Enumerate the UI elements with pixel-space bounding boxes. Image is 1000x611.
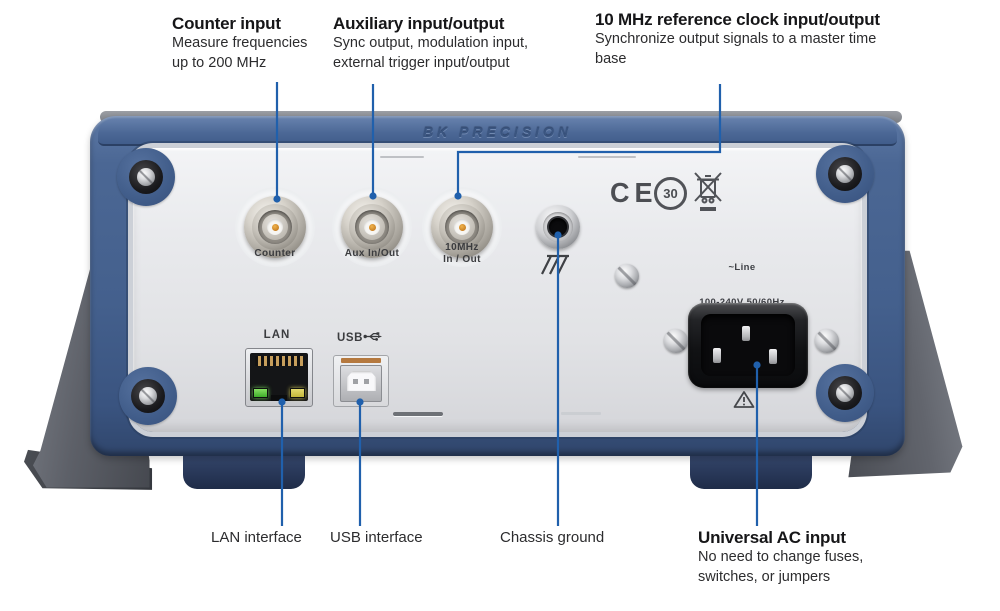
ac-pin-neutral	[713, 348, 721, 363]
callout-ref-clock-body2: base	[595, 50, 627, 67]
callout-aux-body2: external trigger input/output	[333, 54, 510, 71]
rj45-opening	[250, 353, 308, 401]
panel-seam	[380, 156, 424, 158]
weee-bin-icon	[694, 172, 722, 211]
corner-screw-bottom-left	[131, 379, 165, 413]
lan-port-label: LAN	[263, 329, 291, 341]
bnc-counter-connector	[235, 187, 315, 267]
rubber-foot-left	[183, 450, 305, 489]
chassis-ground-jack	[536, 205, 580, 249]
bnc-refclock-connector	[422, 187, 502, 267]
efup-30-mark: 30	[654, 177, 687, 210]
efup-30-value: 30	[663, 186, 678, 201]
callout-ac-body1: No need to change fuses,	[698, 549, 864, 565]
corner-screw-bottom-right	[828, 376, 862, 410]
bnc-center-pin	[368, 223, 376, 231]
callout-ref-clock-title: 10 MHz reference clock input/output	[595, 10, 880, 29]
usb-metal-shell	[340, 365, 382, 402]
lan-rj45-port	[245, 348, 313, 407]
callout-counter-title: Counter input	[172, 14, 281, 33]
corner-screw-top-right	[828, 157, 862, 191]
counter-port-label: Counter	[254, 248, 296, 259]
callout-ac-title: Universal AC input	[698, 528, 846, 547]
refclock-port-label-line2: In / Out	[443, 254, 481, 265]
lan-led-green	[253, 388, 268, 398]
usb-port-label-text: USB	[336, 332, 364, 344]
usb-copper-strip	[341, 358, 381, 363]
ac-mount-screw-left	[664, 329, 688, 353]
refclock-port-label: 10MHz In / Out	[422, 242, 502, 266]
panel-seam	[561, 412, 601, 415]
callout-ref-clock: 10 MHz reference clock input/output Sync…	[595, 9, 880, 69]
ac-mount-screw-right	[815, 329, 839, 353]
callout-aux-io: Auxiliary input/output Sync output, modu…	[333, 13, 528, 73]
instrument-rear-housing: BK PRECISION Counter	[90, 116, 905, 456]
callout-counter-body1: Measure frequencies	[172, 35, 308, 51]
ac-pin-earth	[742, 326, 750, 341]
rear-panel: Counter Aux In/Out	[133, 148, 862, 432]
bnc-aux-connector	[332, 187, 412, 267]
usb-contact	[364, 379, 369, 384]
callout-lan-label: LAN interface	[211, 529, 302, 546]
bnc-center-pin	[271, 223, 279, 231]
callout-ground-label: Chassis ground	[500, 529, 605, 546]
usb-port-label: USB	[325, 331, 395, 344]
callout-ref-clock-body1: Synchronize output signals to a master t…	[595, 31, 877, 47]
callout-lan-interface: LAN interface	[211, 528, 302, 547]
aux-port-label: Aux In/Out	[344, 248, 400, 259]
rubber-foot-right	[690, 450, 812, 489]
panel-seam	[578, 156, 636, 158]
refclock-port-label-line1: 10MHz	[445, 242, 479, 253]
power-ratings-line1: ~Line	[728, 262, 756, 273]
callout-aux-title: Auxiliary input/output	[333, 14, 505, 33]
callout-chassis-ground: Chassis ground	[500, 528, 604, 547]
power-ratings-line2: 100-240V 50/60Hz	[699, 296, 785, 308]
usb-contact	[353, 379, 358, 384]
panel-screw	[615, 264, 639, 288]
ac-pin-live	[769, 349, 777, 364]
rj45-pins	[255, 356, 303, 366]
callout-aux-body1: Sync output, modulation input,	[333, 35, 529, 51]
bnc-center-pin	[458, 223, 466, 231]
callout-counter-body2: up to 200 MHz	[172, 54, 267, 71]
usb-b-port	[333, 355, 389, 407]
callout-usb-interface: USB interface	[330, 528, 423, 547]
brand-band: BK PRECISION	[98, 119, 897, 146]
usb-b-opening	[347, 371, 376, 391]
rj45-clip-notch	[271, 395, 287, 401]
corner-screw-top-left	[129, 160, 163, 194]
ac-inlet-c14	[688, 303, 808, 388]
usb-trident-icon	[363, 332, 383, 341]
brand-logo: BK PRECISION	[422, 123, 573, 140]
callout-counter-input: Counter input Measure frequencies up to …	[172, 13, 307, 73]
callout-universal-ac: Universal AC input No need to change fus…	[698, 527, 863, 587]
warning-triangle-icon	[733, 391, 755, 408]
lan-led-yellow	[290, 388, 305, 398]
panel-slot	[393, 412, 443, 416]
ac-inlet-cavity	[701, 314, 795, 376]
ce-mark: CE	[610, 177, 658, 209]
ground-jack-hole	[549, 218, 567, 236]
chassis-ground-icon	[541, 254, 569, 275]
callout-ac-body2: switches, or jumpers	[698, 568, 831, 585]
callout-usb-label: USB interface	[330, 529, 423, 546]
